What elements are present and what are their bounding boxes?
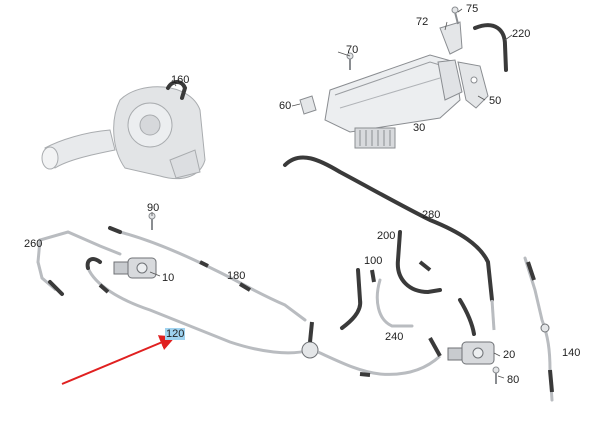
hose-part-280 bbox=[283, 155, 494, 302]
callout-120-highlighted: 120 bbox=[165, 328, 186, 340]
hose-part-200 bbox=[395, 230, 442, 295]
callout-200: 200 bbox=[377, 230, 396, 242]
valve-part-10 bbox=[113, 257, 157, 279]
hose-part-240 bbox=[375, 278, 414, 328]
callout-140: 140 bbox=[562, 347, 581, 359]
callout-72: 72 bbox=[416, 16, 429, 28]
pump-assembly bbox=[41, 86, 206, 180]
hose-part-260 bbox=[36, 230, 122, 264]
callout-180: 180 bbox=[227, 270, 246, 282]
callout-70: 70 bbox=[346, 44, 359, 56]
callout-260: 260 bbox=[24, 238, 43, 250]
callout-280: 280 bbox=[422, 209, 441, 221]
hose-part-220 bbox=[473, 23, 508, 72]
housing-part-30 bbox=[324, 54, 463, 149]
callout-75: 75 bbox=[466, 3, 479, 15]
hose-part-120 bbox=[86, 266, 312, 355]
screw-part-80 bbox=[492, 366, 500, 384]
hose-part-160 bbox=[166, 80, 188, 100]
callout-50: 50 bbox=[489, 95, 502, 107]
bracket-part-72 bbox=[439, 21, 463, 55]
callout-60: 60 bbox=[279, 100, 292, 112]
leader-lines bbox=[149, 8, 513, 379]
callout-30: 30 bbox=[413, 122, 426, 134]
bracket-part-50 bbox=[457, 61, 489, 109]
hose-part-100 bbox=[340, 268, 363, 330]
screw-part-75 bbox=[451, 6, 459, 25]
callout-240: 240 bbox=[385, 331, 404, 343]
callout-90: 90 bbox=[147, 202, 160, 214]
clip-part-60 bbox=[299, 95, 317, 115]
red-pointer-arrow bbox=[61, 335, 176, 385]
callout-220: 220 bbox=[512, 28, 531, 40]
callout-160: 160 bbox=[171, 74, 190, 86]
callout-20: 20 bbox=[503, 349, 516, 361]
valve-part-20 bbox=[447, 341, 495, 365]
hose-part-180 bbox=[118, 230, 307, 322]
callout-10: 10 bbox=[162, 272, 175, 284]
callout-80: 80 bbox=[507, 374, 520, 386]
hose-part-140 bbox=[523, 256, 554, 402]
t-junction bbox=[301, 321, 319, 359]
callout-100: 100 bbox=[364, 255, 383, 267]
